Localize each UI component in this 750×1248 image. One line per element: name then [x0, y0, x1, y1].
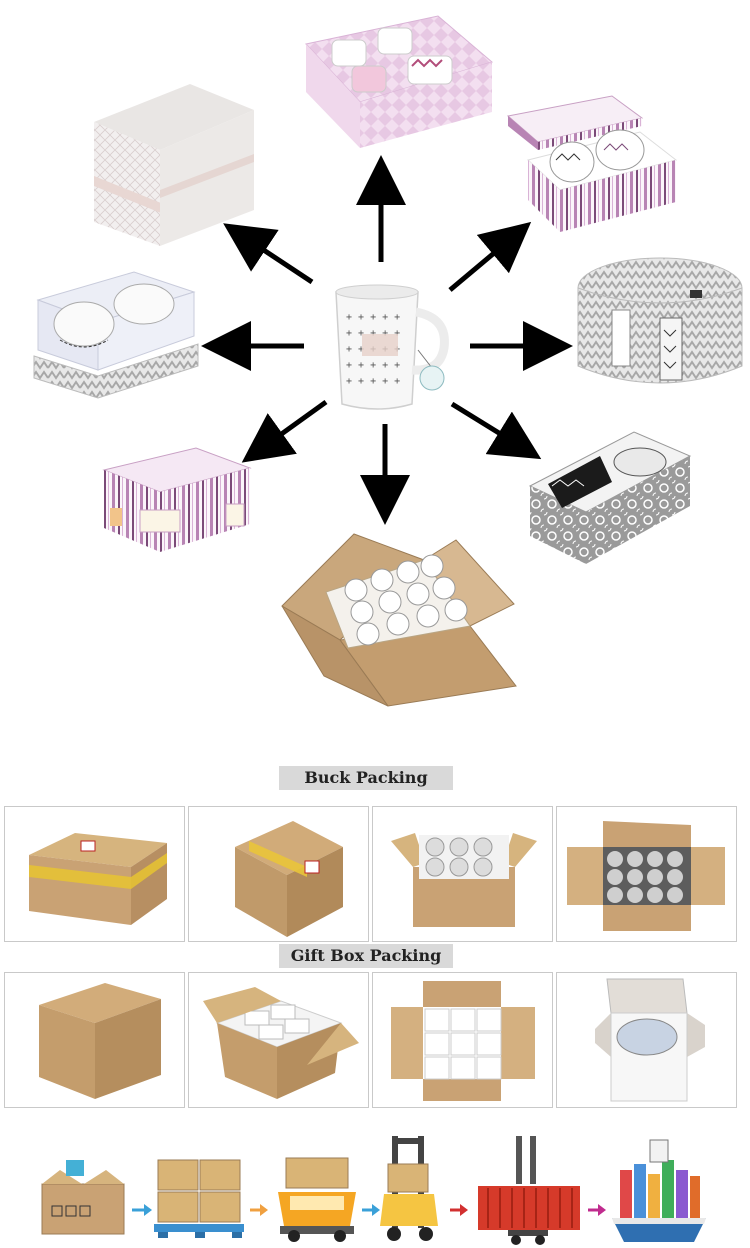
gift-box-packing-label: Gift Box Packing — [279, 944, 453, 968]
bulk-packing-label: Buck Packing — [279, 766, 453, 790]
floral-box-icon — [528, 431, 692, 564]
svg-text:+ + + + +: + + + + + — [346, 376, 400, 387]
container-icon — [478, 1136, 580, 1245]
arrow-up-left — [223, 223, 314, 285]
packaging-options-diagram: + + + + + + + + + + + + + + + + + + + + … — [33, 15, 743, 707]
carton-box-icon — [281, 533, 517, 707]
pallet-icon — [154, 1159, 244, 1238]
cargo-ship-icon — [612, 1139, 706, 1242]
zigzag-round-box-icon — [577, 257, 743, 384]
mug-icon: + + + + + + + + + + + + + + + + + + + + … — [335, 284, 449, 410]
bulk-photo-open-box — [372, 806, 553, 942]
window-tray-box-icon — [33, 271, 199, 399]
forklift-icon — [380, 1136, 438, 1241]
bulk-photo-top-view — [556, 806, 737, 942]
striped-lid-box-icon — [506, 95, 678, 232]
arrow-down-right — [450, 401, 542, 460]
svg-text:+ + + + +: + + + + + — [346, 360, 400, 371]
bulk-photo-box-angle — [188, 806, 369, 942]
striped-box-icon — [102, 447, 252, 552]
gift-photo-closed-box — [4, 972, 185, 1108]
truck-icon — [278, 1157, 356, 1242]
gift-photo-open-box — [188, 972, 369, 1108]
arrow-up-right — [448, 221, 532, 292]
svg-text:+ + + + +: + + + + + — [346, 328, 400, 339]
svg-text:+ + + + +: + + + + + — [346, 312, 400, 323]
arrows — [201, 155, 573, 525]
mug-compartment-box-icon — [305, 15, 494, 148]
bulk-photo-taped-box — [4, 806, 185, 942]
arrow-down-left — [241, 399, 328, 463]
gift-photo-white-boxes — [372, 972, 553, 1108]
gift-box-icon — [94, 84, 254, 246]
gift-photo-single-box — [556, 972, 737, 1108]
packing-box-icon — [41, 1160, 125, 1235]
logistics-flow — [0, 1130, 750, 1248]
